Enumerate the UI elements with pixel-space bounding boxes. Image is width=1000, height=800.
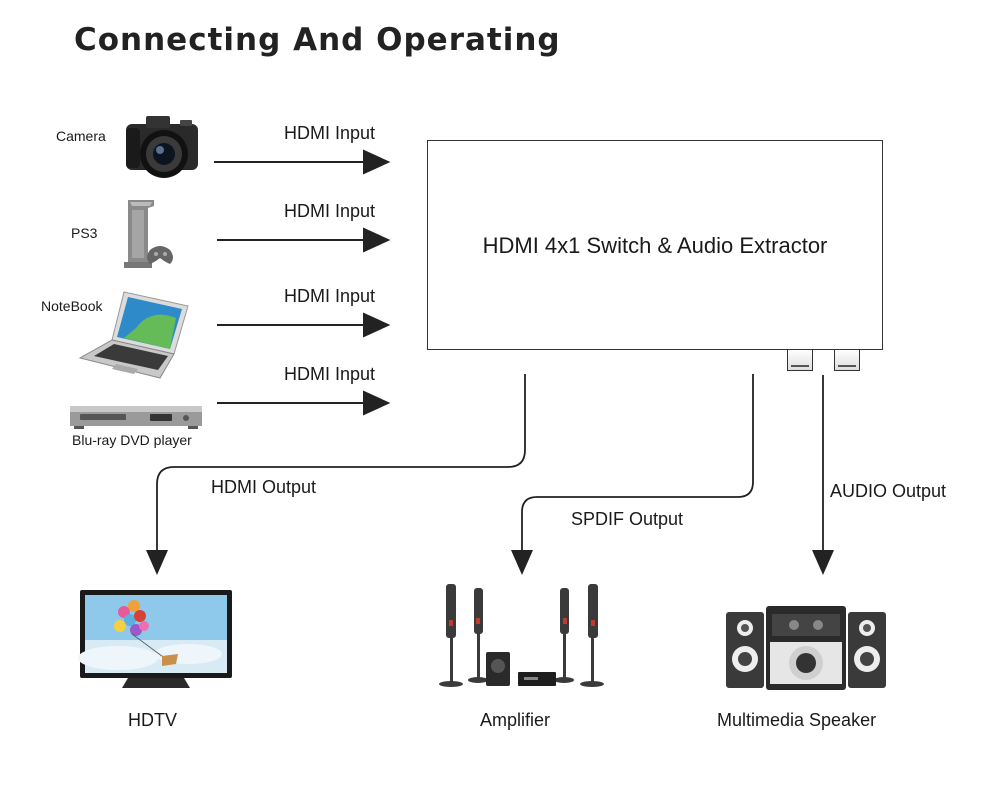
- source-label-bluray: Blu-ray DVD player: [72, 432, 192, 448]
- connection-label-hdmi-input-2: HDMI Input: [284, 201, 376, 221]
- audio-port-icon: [834, 350, 860, 371]
- page-title: Connecting And Operating: [74, 22, 561, 58]
- spdif-port-icon: [787, 350, 813, 371]
- source-label-notebook: NoteBook: [41, 298, 103, 314]
- connection-label-hdmi-input-3: HDMI Input: [284, 286, 376, 306]
- input-arrowhead-3: [363, 312, 391, 338]
- hdmi-output-arrowhead: [146, 550, 168, 575]
- output-label-multimedia-speaker: Multimedia Speaker: [717, 710, 877, 730]
- spdif-output-arrowhead: [511, 550, 533, 575]
- speaker-system-icon: [726, 606, 886, 690]
- switch-extractor-device: HDMI 4x1 Switch & Audio Extractor: [427, 140, 883, 350]
- spdif-output-line: [521, 374, 754, 552]
- connection-label-hdmi-input-4: HDMI Input: [284, 364, 376, 384]
- source-label-camera: Camera: [56, 128, 106, 144]
- input-arrowhead-2: [363, 227, 391, 253]
- bluray-player-icon: [70, 406, 202, 429]
- connection-label-hdmi-output: HDMI Output: [211, 477, 317, 497]
- game-console-icon: [124, 200, 173, 268]
- connection-label-spdif-output: SPDIF Output: [571, 509, 684, 529]
- audio-output-arrowhead: [812, 550, 834, 575]
- source-label-ps3: PS3: [71, 225, 98, 241]
- laptop-icon: [78, 291, 189, 379]
- device-name: HDMI 4x1 Switch & Audio Extractor: [482, 233, 828, 258]
- tv-icon: [78, 590, 232, 688]
- home-theater-icon: [439, 584, 604, 687]
- hdmi-output-line: [156, 374, 526, 552]
- output-label-hdtv: HDTV: [128, 710, 177, 730]
- connection-label-audio-output: AUDIO Output: [830, 481, 947, 501]
- input-arrowhead-4: [363, 390, 391, 416]
- output-label-amplifier: Amplifier: [480, 710, 551, 730]
- connection-label-hdmi-input-1: HDMI Input: [284, 123, 376, 143]
- input-arrowhead-1: [363, 149, 391, 175]
- camera-icon: [126, 116, 198, 178]
